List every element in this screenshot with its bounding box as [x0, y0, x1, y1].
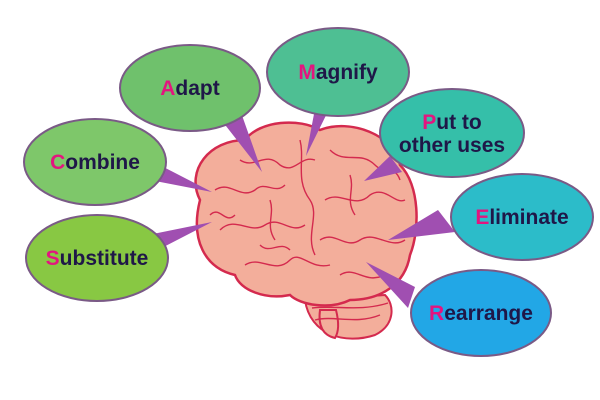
bubble-adapt: Adapt	[119, 44, 261, 132]
bubble-magnify: Magnify	[266, 27, 410, 117]
rearrange-ellipse	[410, 269, 552, 357]
first-letter: E	[475, 206, 489, 229]
substitute-label: Substitute	[46, 247, 149, 270]
label-rest: ut to	[436, 111, 481, 134]
first-letter: M	[298, 61, 316, 84]
rearrange-pointer	[366, 262, 415, 308]
first-letter: S	[46, 247, 60, 270]
label-rest: earrange	[444, 302, 533, 325]
eliminate-ellipse	[450, 173, 594, 261]
substitute-ellipse	[25, 214, 169, 302]
label-rest: ubstitute	[60, 247, 149, 270]
put-to-other-uses-label-line2: other uses	[399, 134, 505, 157]
label-rest: ombine	[65, 151, 140, 174]
label-rest: liminate	[489, 206, 568, 229]
put-to-other-uses-ellipse	[379, 88, 525, 178]
magnify-ellipse	[266, 27, 410, 117]
eliminate-label: Eliminate	[475, 206, 568, 229]
label-rest: agnify	[316, 61, 378, 84]
label-rest: dapt	[175, 77, 219, 100]
first-letter: R	[429, 302, 444, 325]
first-letter: A	[160, 77, 175, 100]
magnify-label: Magnify	[298, 61, 378, 84]
brain-illustration	[194, 121, 418, 340]
brain-stem	[318, 309, 340, 340]
first-letter: C	[50, 151, 65, 174]
bubble-substitute: Substitute	[25, 214, 169, 302]
bubble-rearrange: Rearrange	[410, 269, 552, 357]
rearrange-label: Rearrange	[429, 302, 533, 325]
eliminate-pointer	[388, 210, 455, 240]
adapt-label: Adapt	[160, 77, 220, 100]
combine-label: Combine	[50, 151, 140, 174]
adapt-ellipse	[119, 44, 261, 132]
put-to-other-uses-label: Put to	[422, 111, 482, 134]
bubble-combine: Combine	[23, 118, 167, 206]
brain-cerebrum	[194, 121, 418, 307]
bubble-eliminate: Eliminate	[450, 173, 594, 261]
combine-ellipse	[23, 118, 167, 206]
put-to-other-uses-pointer	[364, 156, 402, 181]
first-letter: P	[422, 111, 436, 134]
